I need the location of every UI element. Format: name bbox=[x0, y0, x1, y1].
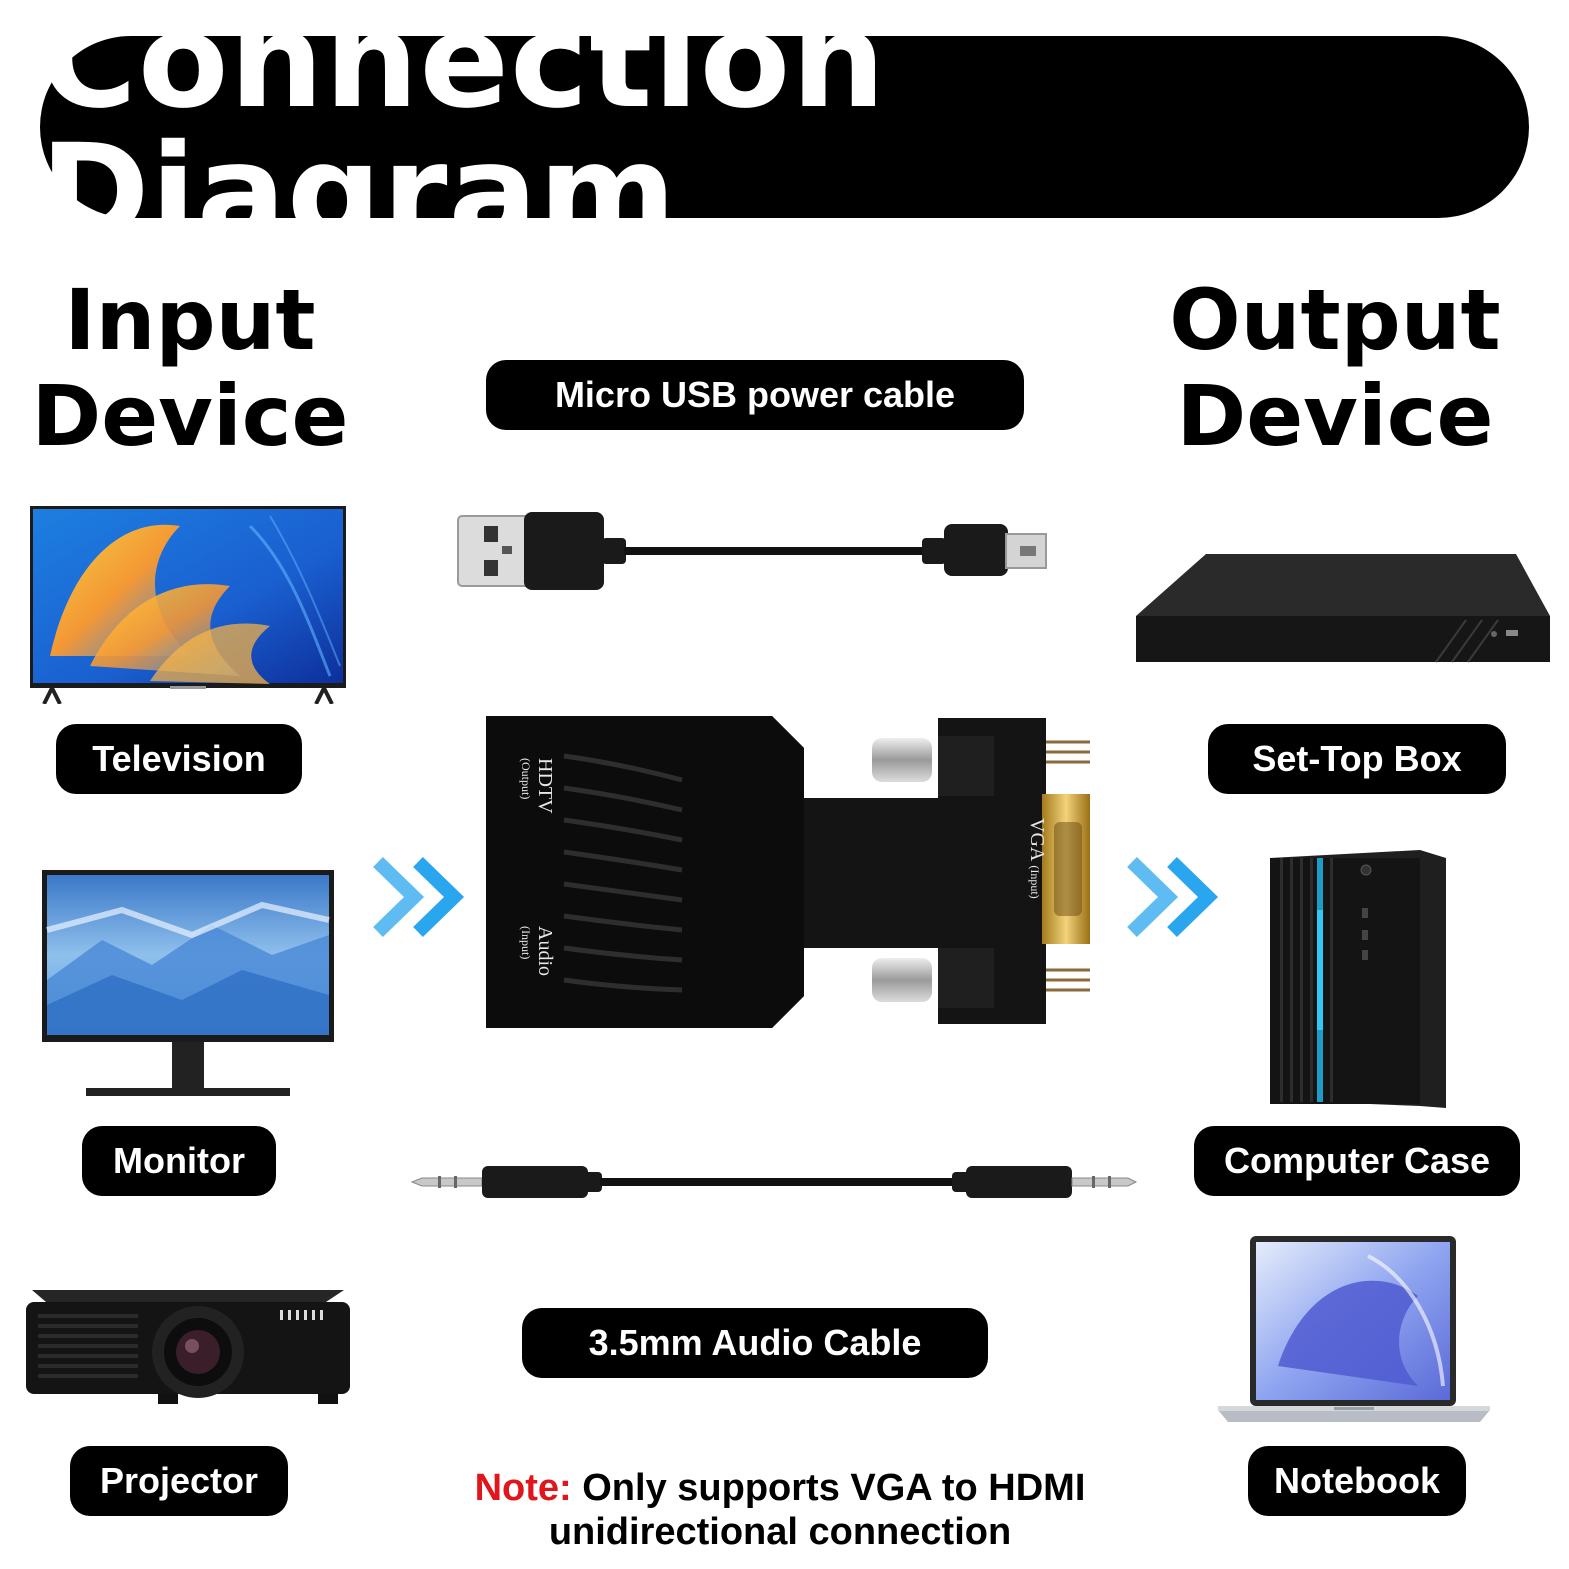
usb-cable-label: Micro USB power cable bbox=[486, 360, 1024, 430]
note-line1: Note: Only supports VGA to HDMI bbox=[440, 1466, 1120, 1510]
output-device-heading: Output Device bbox=[1160, 272, 1510, 464]
notebook-icon bbox=[1218, 1236, 1490, 1422]
television-icon bbox=[30, 506, 346, 704]
note-prefix: Note: bbox=[474, 1467, 572, 1509]
monitor-label: Monitor bbox=[82, 1126, 276, 1196]
page-title: Connection Diagram bbox=[40, 0, 887, 270]
vga-label: VGA bbox=[1026, 818, 1048, 862]
audio-cable-icon bbox=[410, 1166, 1138, 1198]
output-heading-line2: Device bbox=[1176, 367, 1494, 465]
vga-hdmi-adapter: HDTV (Output) Audio (Input) VGA (Input) bbox=[486, 712, 1090, 1030]
projector-icon bbox=[26, 1290, 350, 1404]
adapter-vga-text: VGA (Input) bbox=[988, 818, 1048, 928]
set-top-box-label: Set-Top Box bbox=[1208, 724, 1506, 794]
input-device-heading: Input Device bbox=[30, 272, 350, 464]
title-banner: Connection Diagram bbox=[40, 0, 1529, 259]
output-chevrons-icon bbox=[1127, 856, 1219, 938]
adapter-audio-text: Audio (Input) bbox=[456, 926, 556, 996]
compatibility-note: Note: Only supports VGA to HDMI unidirec… bbox=[440, 1466, 1120, 1554]
monitor-icon bbox=[42, 870, 334, 1096]
adapter-hdtv-text: HDTV (Output) bbox=[456, 758, 556, 828]
audio-cable-label: 3.5mm Audio Cable bbox=[522, 1308, 988, 1378]
input-chevrons-icon bbox=[373, 856, 465, 938]
note-text-line1: Only supports VGA to HDMI bbox=[571, 1467, 1086, 1509]
computer-case-icon bbox=[1270, 850, 1446, 1108]
input-heading-line2: Device bbox=[31, 367, 349, 465]
hdtv-label: HDTV bbox=[534, 758, 556, 814]
set-top-box-icon bbox=[1136, 554, 1550, 663]
input-heading-line1: Input bbox=[64, 271, 316, 369]
audio-port-label: Audio bbox=[534, 926, 556, 976]
vga-sublabel: (Input) bbox=[1028, 865, 1042, 899]
usb-cable-icon bbox=[457, 512, 1047, 590]
notebook-label: Notebook bbox=[1248, 1446, 1466, 1516]
audio-port-sublabel: (Input) bbox=[519, 926, 533, 960]
output-heading-line1: Output bbox=[1169, 271, 1501, 369]
projector-label: Projector bbox=[70, 1446, 288, 1516]
note-text-line2: unidirectional connection bbox=[548, 1511, 1012, 1553]
computer-case-label: Computer Case bbox=[1194, 1126, 1520, 1196]
television-label: Television bbox=[56, 724, 302, 794]
adapter-body-icon bbox=[486, 716, 1090, 1028]
hdtv-sublabel: (Output) bbox=[519, 758, 533, 800]
